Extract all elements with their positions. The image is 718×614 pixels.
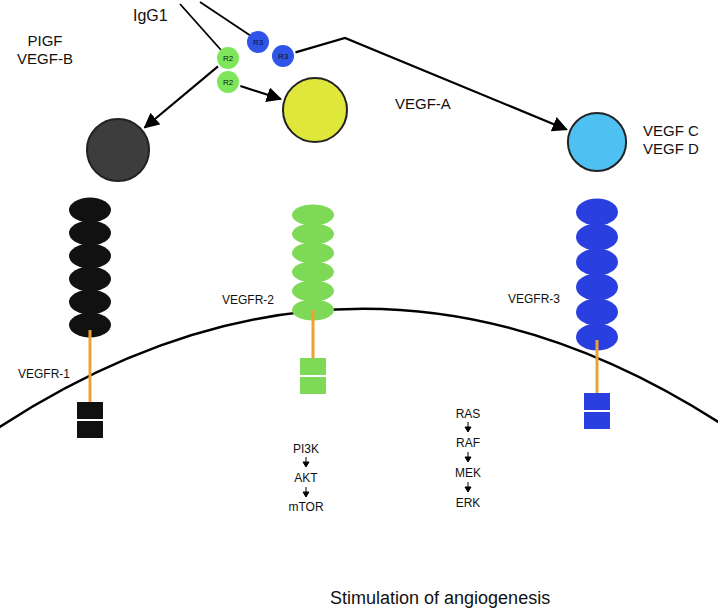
domain-label: R3 bbox=[247, 31, 269, 53]
circle-fill bbox=[283, 78, 347, 142]
pathway-arrowhead bbox=[465, 487, 471, 492]
pathway-arrowhead bbox=[303, 462, 309, 467]
receptor-domain bbox=[292, 205, 334, 226]
kinase-domain bbox=[584, 412, 610, 429]
circle-fill bbox=[217, 47, 239, 69]
pathway-label: AKT bbox=[294, 471, 317, 485]
arrow-connector bbox=[145, 66, 218, 127]
pathway-arrowhead bbox=[465, 457, 471, 462]
ligand-circle: PIGF VEGF-B bbox=[86, 118, 150, 182]
antibody-label: IgG1 bbox=[133, 6, 168, 25]
vegfr3-receptor bbox=[576, 199, 618, 430]
circle-fill bbox=[87, 119, 149, 181]
r2-circle: R2 bbox=[217, 71, 239, 93]
transmembrane-stem bbox=[596, 340, 599, 395]
receptor-domain bbox=[292, 262, 334, 283]
cell-membrane bbox=[0, 309, 718, 430]
antibody-arm bbox=[200, 2, 251, 36]
ligand-circle: VEGF-A bbox=[282, 77, 348, 143]
transmembrane-stem bbox=[89, 330, 92, 402]
ligand-label: VEGF C VEGF D bbox=[640, 122, 702, 158]
pathway-arrows bbox=[303, 422, 471, 497]
receptor-domain bbox=[69, 244, 111, 269]
r2-circle: R2 bbox=[217, 47, 239, 69]
receptor-domain bbox=[576, 249, 618, 276]
receptor-domain bbox=[69, 290, 111, 315]
r3-circle: R3 bbox=[247, 31, 269, 53]
vegfr2-receptor bbox=[292, 205, 334, 395]
pathway-label: RAF bbox=[456, 436, 480, 450]
r3-circle: R3 bbox=[272, 45, 294, 67]
circle-fill bbox=[217, 71, 239, 93]
circle-fill bbox=[568, 113, 626, 171]
kinase-domain bbox=[300, 358, 326, 375]
receptor-domain bbox=[69, 221, 111, 246]
receptor-domain bbox=[576, 274, 618, 301]
receptor-label: VEGFR-1 bbox=[18, 367, 70, 381]
domain-label: R2 bbox=[217, 47, 239, 69]
kinase-domain bbox=[77, 421, 103, 438]
transmembrane-stem bbox=[312, 310, 315, 360]
circle-fill bbox=[247, 31, 269, 53]
domain-label: R3 bbox=[272, 45, 294, 67]
receptor-domain bbox=[69, 267, 111, 292]
receptor-domain bbox=[292, 281, 334, 302]
receptor-domain bbox=[576, 299, 618, 326]
ligand-label: PIGF VEGF-B bbox=[14, 32, 76, 68]
arrow-connector bbox=[240, 86, 280, 99]
circle-outline bbox=[282, 77, 348, 143]
circle-fill bbox=[272, 45, 294, 67]
ligand-circle: VEGF C VEGF D bbox=[567, 112, 627, 172]
kinase-domain bbox=[584, 393, 610, 410]
receptor-domain bbox=[576, 199, 618, 226]
receptor-domain bbox=[292, 224, 334, 245]
vegfr1-receptor bbox=[69, 198, 111, 439]
kinase-domain bbox=[300, 377, 326, 394]
domain-label: R2 bbox=[217, 71, 239, 93]
pathway-arrowhead bbox=[465, 427, 471, 432]
pathway-arrowhead bbox=[303, 492, 309, 497]
pathway-label: PI3K bbox=[293, 442, 319, 456]
ligand-label: VEGF-A bbox=[395, 95, 451, 113]
receptor-domain bbox=[292, 243, 334, 264]
receptor-label: VEGFR-2 bbox=[222, 293, 274, 307]
receptor-label: VEGFR-3 bbox=[508, 292, 560, 306]
receptor-domain bbox=[69, 198, 111, 223]
receptor-domain bbox=[576, 224, 618, 251]
circle-outline bbox=[567, 112, 627, 172]
pathway-label: RAS bbox=[456, 407, 481, 421]
caption: Stimulation of angiogenesis bbox=[330, 588, 550, 610]
pathway-label: ERK bbox=[456, 496, 481, 510]
pathway-label: mTOR bbox=[288, 500, 323, 514]
circle-outline bbox=[86, 118, 150, 182]
pathway-label: MEK bbox=[455, 466, 481, 480]
kinase-domain bbox=[77, 402, 103, 419]
